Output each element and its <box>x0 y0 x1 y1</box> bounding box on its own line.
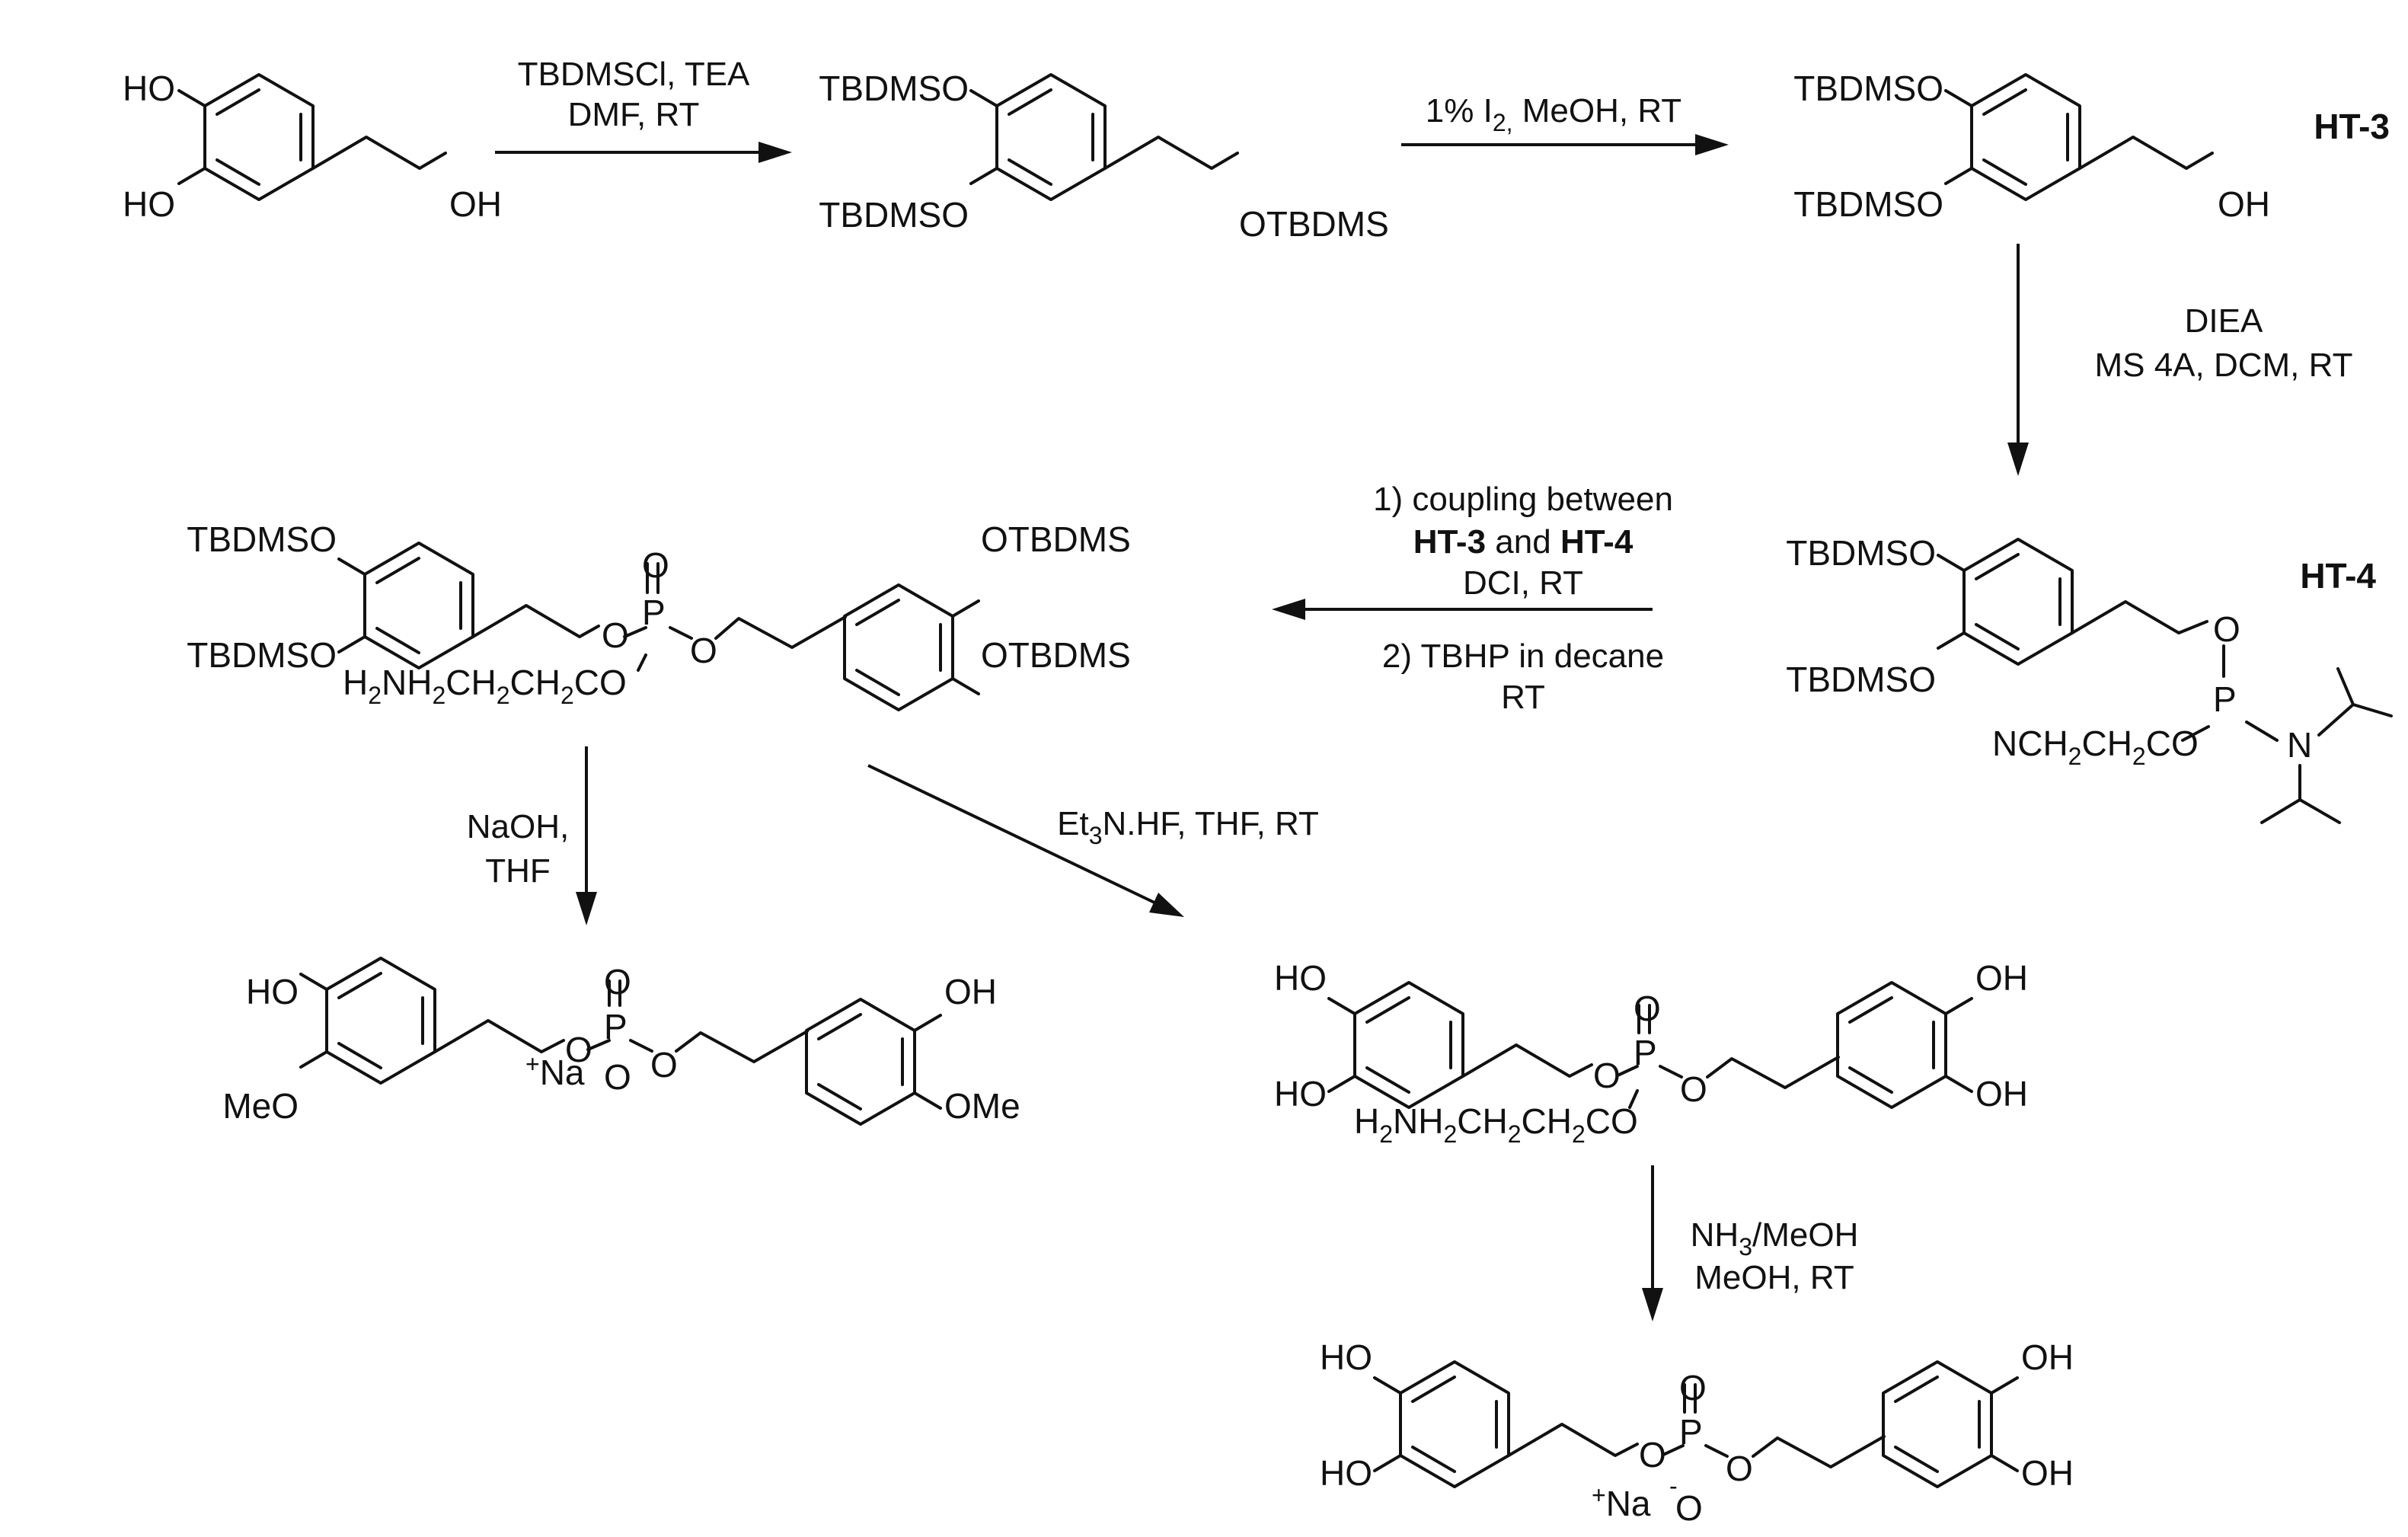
phosphorus-label: P <box>604 1007 628 1047</box>
methoxy-label: MeO <box>222 1086 299 1126</box>
step7-conditions-line2: MeOH, RT <box>1694 1259 1854 1296</box>
otbdms-label: OTBDMS <box>981 519 1131 559</box>
step2-conditions: 1% I2, MeOH, RT <box>1426 92 1681 136</box>
oh-label: OH <box>2021 1453 2074 1493</box>
step4-conditions-line2: HT-3 and HT-4 <box>1413 523 1634 561</box>
tbdmso-label: TBDMSO <box>819 69 969 108</box>
ho-label: HO <box>1274 1074 1327 1114</box>
reaction-arrow <box>1272 599 1653 620</box>
step6-conditions: Et3N.HF, THF, RT <box>1057 805 1319 849</box>
step3-conditions-line1: DIEA <box>2185 302 2263 340</box>
otbdms-label: OTBDMS <box>981 635 1131 675</box>
oh-label: OH <box>2218 184 2270 224</box>
ho-label: HO <box>123 184 175 224</box>
molecule-deprotected-phosphotriester: HO HO OH OH O P O O H2NH2CH2CH2CO <box>1274 958 2028 1148</box>
oxygen-label: O <box>565 1030 592 1069</box>
oh-label: OH <box>1975 958 2028 998</box>
reaction-arrow <box>495 142 792 163</box>
ho-label: HO <box>123 69 175 108</box>
step5-conditions-line1: NaOH, <box>467 808 569 845</box>
oxygen-label: O <box>1726 1449 1753 1488</box>
oxygen-label: O <box>604 1057 631 1097</box>
oh-label: OH <box>1975 1074 2028 1114</box>
molecule-protected-phosphotriester: TBDMSO TBDMSO OTBDMS OTBDMS O P O O H2NH… <box>187 519 1131 711</box>
sodium-label: +Na <box>525 1050 585 1092</box>
nitrogen-label: N <box>2287 725 2312 765</box>
reaction-arrow <box>576 746 597 925</box>
benzene-ring <box>843 583 954 711</box>
oh-label: OH <box>2021 1337 2074 1377</box>
step5-conditions-line2: THF <box>485 852 551 890</box>
ho-label: HO <box>1274 958 1327 998</box>
tbdmso-label: TBDMSO <box>1793 184 1943 224</box>
ho-label: HO <box>1320 1453 1372 1493</box>
molecule-tri-tbdms: TBDMSO TBDMSO OTBDMS <box>819 69 1389 244</box>
oxygen-label: O <box>1680 1069 1707 1109</box>
oxygen-label: O <box>1634 989 1661 1028</box>
oxygen-label: O <box>690 631 717 670</box>
molecule-methoxy-sodium-phosphate: HO MeO OH OMe O P O O O +Na <box>222 957 1020 1126</box>
phosphorus-label: P <box>1634 1033 1657 1072</box>
molecule-hydroxytyrosol: HO HO OH <box>123 69 502 224</box>
reaction-arrow <box>867 764 1184 917</box>
oxygen-label: O <box>1675 1488 1703 1528</box>
oxygen-label: O <box>642 545 669 585</box>
tbdmso-label: TBDMSO <box>1786 533 1936 573</box>
benzene-ring <box>805 998 916 1126</box>
oxygen-label: O <box>650 1045 678 1085</box>
oxygen-label: O <box>602 615 629 655</box>
step4-conditions-line3: DCI, RT <box>1463 564 1583 602</box>
otbdms-label: OTBDMS <box>1239 204 1389 244</box>
step1-conditions-line2: DMF, RT <box>568 96 700 133</box>
molecule-ht3: TBDMSO TBDMSO OH <box>1793 69 2270 224</box>
minus-charge: - <box>1669 1472 1678 1500</box>
phosphorus-label: P <box>2213 679 2237 719</box>
step4-conditions-line4: 2) TBHP in decane <box>1382 637 1664 675</box>
benzene-ring <box>1962 538 2074 666</box>
benzene-ring <box>995 73 1107 201</box>
ht3-label: HT-3 <box>2314 107 2390 146</box>
step4-conditions-line5: RT <box>1501 679 1545 716</box>
benzene-ring <box>325 957 436 1085</box>
benzene-ring <box>1353 981 1464 1109</box>
tbdmso-label: TBDMSO <box>1793 69 1943 108</box>
sodium-label: +Na <box>1592 1481 1651 1523</box>
oh-label: OH <box>944 972 997 1011</box>
tbdmso-label: TBDMSO <box>187 635 337 675</box>
benzene-ring <box>1970 73 2081 201</box>
benzene-ring <box>1836 981 1947 1109</box>
methoxy-label: OMe <box>944 1086 1020 1126</box>
ho-label: HO <box>1320 1337 1372 1377</box>
molecule-ht4: TBDMSO TBDMSO O P N NCH2CH2CO <box>1786 533 2393 824</box>
step3-conditions-line2: MS 4A, DCM, RT <box>2094 347 2352 384</box>
step7-conditions-line1: NH3/MeOH <box>1691 1216 1859 1261</box>
oxygen-label: O <box>1679 1368 1707 1408</box>
benzene-ring <box>1882 1360 1993 1488</box>
cyanoethyl-label: NCH2CH2CO <box>1992 724 2199 770</box>
oxygen-label: O <box>1639 1435 1666 1475</box>
step4-conditions-line1: 1) coupling between <box>1373 481 1673 518</box>
reaction-arrow <box>1642 1165 1663 1321</box>
oh-label: OH <box>449 184 502 224</box>
tbdmso-label: TBDMSO <box>187 519 337 559</box>
ho-label: HO <box>246 972 299 1011</box>
reaction-arrow <box>2007 244 2029 476</box>
tbdmso-label: TBDMSO <box>819 195 969 235</box>
molecule-final-sodium-phosphodiester: HO HO OH OH O P O O O - +Na <box>1320 1337 2074 1528</box>
benzene-ring <box>1399 1360 1510 1488</box>
oxygen-label: O <box>604 962 631 1002</box>
ht4-label: HT-4 <box>2300 556 2376 596</box>
tbdmso-label: TBDMSO <box>1786 660 1936 699</box>
benzene-ring <box>363 542 474 669</box>
phosphorus-label: P <box>1679 1412 1703 1452</box>
phosphorus-label: P <box>642 593 666 632</box>
oxygen-label: O <box>1593 1056 1621 1095</box>
aminopropyl-label: H2NH2CH2CH2CO <box>343 663 627 709</box>
benzene-ring <box>203 73 315 201</box>
aminopropyl-label: H2NH2CH2CH2CO <box>1354 1101 1638 1148</box>
oxygen-label: O <box>2213 609 2240 649</box>
step1-conditions-line1: TBDMSCl, TEA <box>518 56 750 93</box>
reaction-arrow <box>1401 134 1729 155</box>
